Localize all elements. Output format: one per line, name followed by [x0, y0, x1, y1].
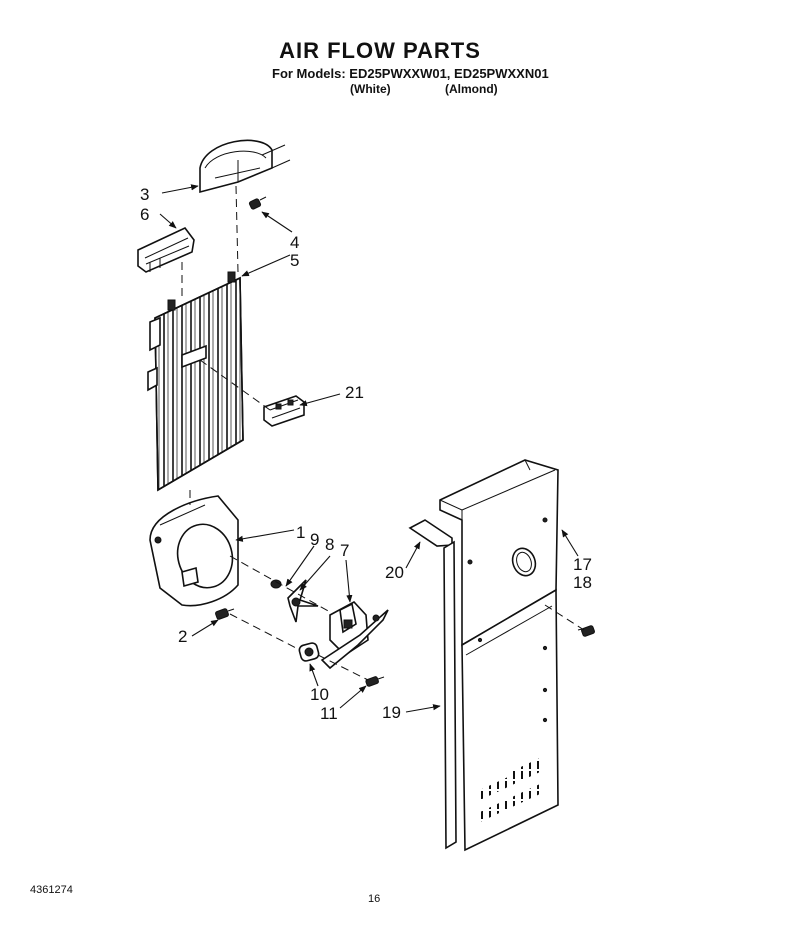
assembly-lines — [181, 185, 585, 681]
callout-1: 1 — [296, 523, 305, 542]
screw-part-18 — [577, 625, 595, 637]
screw-part-4 — [248, 196, 267, 210]
callout-8: 8 — [325, 535, 334, 554]
fan-blade-part-8 — [287, 579, 319, 623]
screw-part-2 — [215, 608, 235, 620]
variant-almond-label: (Almond) — [445, 82, 498, 96]
grille-part-6 — [137, 226, 195, 273]
clip-part-21 — [263, 395, 305, 427]
rear-panel-part-5 — [147, 271, 244, 492]
callout-7: 7 — [340, 541, 349, 560]
screw-part-11 — [365, 676, 385, 687]
duct-cover-part-17 — [439, 459, 559, 647]
callout-3: 3 — [140, 185, 149, 204]
callout-10: 10 — [310, 685, 329, 704]
callout-19: 19 — [382, 703, 401, 722]
callout-9: 9 — [310, 530, 319, 549]
callout-6: 6 — [140, 205, 149, 224]
fan-motor-part-7 — [320, 601, 389, 670]
variant-white-label: (White) — [350, 82, 391, 96]
callout-18: 18 — [573, 573, 592, 592]
grommet-part-10 — [298, 642, 320, 662]
air-duct-part-3 — [199, 139, 291, 194]
page-title: AIR FLOW PARTS — [279, 38, 481, 63]
callout-4: 4 — [290, 233, 299, 252]
callout-11: 11 — [320, 704, 338, 723]
callout-17: 17 — [573, 555, 592, 574]
leader-lines — [159, 184, 579, 713]
page-number: 16 — [368, 893, 381, 905]
models-line: For Models: ED25PWXXW01, ED25PWXXN01 — [272, 66, 549, 81]
callout-20: 20 — [385, 563, 404, 582]
duct-cover-part-19 — [461, 588, 559, 852]
callout-21: 21 — [345, 383, 364, 402]
callout-labels: 3 6 4 5 21 1 9 8 7 2 10 11 19 20 17 18 — [140, 185, 592, 723]
callout-2: 2 — [178, 627, 187, 646]
fan-shroud-part-1 — [149, 495, 239, 607]
callout-5: 5 — [290, 251, 299, 270]
document-number: 4361274 — [30, 884, 73, 896]
gasket-strip-part-20 — [408, 519, 457, 850]
